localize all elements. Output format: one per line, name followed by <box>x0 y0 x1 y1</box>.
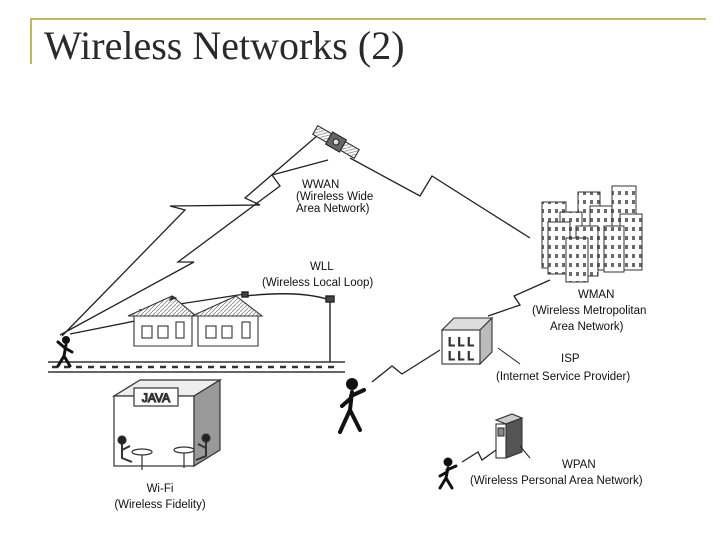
link-satellite-pole <box>59 159 329 336</box>
svg-text:(Wireless Fidelity): (Wireless Fidelity) <box>114 499 206 511</box>
svg-text:L L L: L L L <box>448 349 474 363</box>
house-icon <box>191 295 264 347</box>
satellite-icon <box>312 124 360 160</box>
label-wifi: Wi-Fi (Wireless Fidelity) <box>114 483 206 511</box>
slide-title: Wireless Networks (2) <box>44 23 405 68</box>
label-wman: WMAN (Wireless Metropolitan Area Network… <box>532 289 646 333</box>
link-walker-isp <box>371 349 441 383</box>
person-icon <box>438 457 458 490</box>
svg-text:WMAN: WMAN <box>578 289 614 301</box>
person-icon <box>56 336 74 368</box>
label-wpan: WPAN (Wireless Personal Area Network) <box>470 459 643 487</box>
road <box>48 361 345 373</box>
label-wll: WLL (Wireless Local Loop) <box>262 261 373 289</box>
pointer-lines <box>497 347 531 459</box>
svg-text:Area Network): Area Network) <box>296 203 370 215</box>
isp-building-icon: L L L L L L <box>440 316 494 366</box>
svg-text:(Internet Service Provider): (Internet Service Provider) <box>496 371 630 383</box>
svg-text:WWAN: WWAN <box>302 179 339 191</box>
cafe-icon: JAVA <box>111 378 223 470</box>
svg-text:(Wireless Personal Area Networ: (Wireless Personal Area Network) <box>470 475 643 487</box>
svg-text:Area Network): Area Network) <box>550 321 624 333</box>
link-isp-skyscrapers <box>487 279 551 317</box>
person-icon <box>338 378 366 434</box>
frame-top-rule <box>30 18 706 20</box>
utility-pole-icon <box>241 291 335 362</box>
label-wwan: WWAN (Wireless Wide Area Network) <box>296 179 373 215</box>
skyscraper-icon <box>541 185 643 283</box>
frame-left-rule <box>30 18 32 64</box>
house-icon <box>127 295 198 347</box>
svg-text:WLL: WLL <box>310 261 334 273</box>
link-walker-satellite <box>61 134 319 337</box>
link-walker-computer <box>461 449 497 463</box>
svg-text:(Wireless Local Loop): (Wireless Local Loop) <box>262 277 373 289</box>
link-satellite-skyscrapers <box>349 157 531 239</box>
svg-text:(Wireless Wide: (Wireless Wide <box>296 191 373 203</box>
cafe-sign: JAVA <box>142 391 170 405</box>
svg-text:Wi-Fi: Wi-Fi <box>147 483 174 495</box>
computer-tower-icon <box>494 413 524 459</box>
svg-text:L L L: L L L <box>448 335 474 349</box>
svg-text:ISP: ISP <box>561 353 580 365</box>
label-isp: ISP (Internet Service Provider) <box>496 353 630 383</box>
svg-text:(Wireless Metropolitan: (Wireless Metropolitan <box>532 305 646 317</box>
svg-text:WPAN: WPAN <box>562 459 596 471</box>
